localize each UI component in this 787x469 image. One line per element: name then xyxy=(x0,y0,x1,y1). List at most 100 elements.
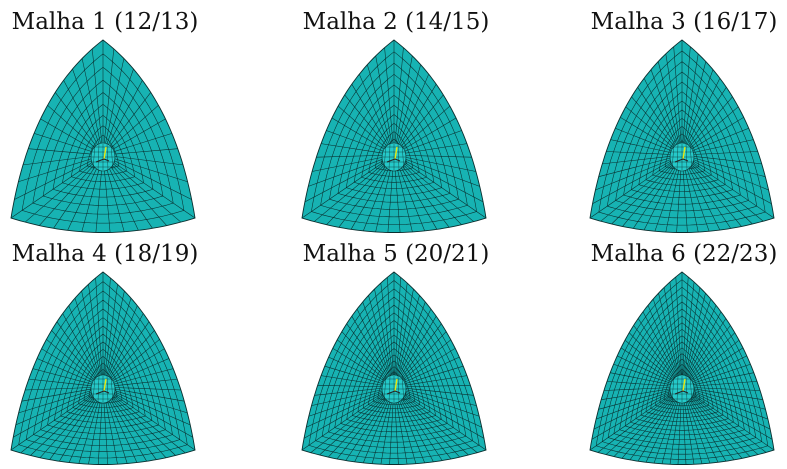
mesh-ring-line xyxy=(601,286,763,455)
mesh-title-6: Malha 6 (22/23) xyxy=(590,241,778,267)
mesh-ring-line xyxy=(18,281,188,459)
mesh-spoke-line xyxy=(682,388,735,461)
mesh-ring-line xyxy=(353,104,435,189)
mesh-spoke-line xyxy=(682,69,714,153)
mesh-figure-1 xyxy=(10,39,196,233)
mesh-spoke-line xyxy=(95,277,104,385)
axis-z-icon xyxy=(682,390,689,394)
mesh-spoke-line xyxy=(606,151,680,156)
mesh-spoke-line xyxy=(310,388,393,453)
mesh-spoke-line xyxy=(683,106,739,154)
mesh-spoke-line xyxy=(658,293,682,386)
mesh-spoke-line xyxy=(351,316,394,386)
mesh-core-line xyxy=(110,143,114,171)
mesh-spoke-line xyxy=(395,84,437,153)
mesh-spoke-line xyxy=(681,276,689,386)
mesh-spoke-line xyxy=(606,381,681,388)
mesh-spoke-line xyxy=(395,375,467,388)
mesh-spoke-line xyxy=(682,355,747,387)
mesh-spoke-line xyxy=(682,78,721,153)
mesh-spoke-line xyxy=(631,96,681,154)
mesh-spoke-line xyxy=(642,311,682,386)
mesh-spoke-line xyxy=(103,68,134,152)
mesh-figure-3 xyxy=(589,39,775,233)
mesh-spoke-line xyxy=(624,339,682,387)
mesh-spoke-line xyxy=(106,155,184,166)
mesh-spoke-line xyxy=(675,276,683,386)
mesh-spoke-line xyxy=(67,157,102,231)
mesh-spoke-line xyxy=(683,387,773,440)
axis-x-icon xyxy=(674,390,684,395)
mesh-spoke-line xyxy=(591,387,681,440)
mesh-spoke-line xyxy=(657,61,682,153)
mesh-spoke-line xyxy=(637,318,682,386)
mesh-core-line xyxy=(685,375,688,403)
mesh-spoke-line xyxy=(684,155,762,165)
mesh-ring-line xyxy=(635,328,729,427)
mesh-spoke-line xyxy=(30,388,102,456)
mesh-ring-line xyxy=(623,81,741,205)
mesh-spoke-line xyxy=(683,156,753,225)
mesh-spoke-line xyxy=(396,130,462,155)
mesh-spoke-line xyxy=(105,388,196,451)
mesh-ring-line xyxy=(320,62,468,218)
mesh-spoke-line xyxy=(633,325,682,387)
mesh-spoke-line xyxy=(650,69,682,153)
mesh-spoke-line xyxy=(20,388,102,454)
mesh-core-line xyxy=(689,375,693,403)
mesh-spoke-line xyxy=(395,157,450,228)
mesh-spoke-line xyxy=(328,388,393,458)
mesh-spoke-line xyxy=(396,155,476,172)
mesh-title-4: Malha 4 (18/19) xyxy=(11,241,199,267)
mesh-spoke-line xyxy=(684,155,766,177)
mesh-spoke-line xyxy=(682,388,727,462)
mesh-spoke-line xyxy=(394,74,429,153)
mesh-core-line xyxy=(110,375,114,403)
mesh-spoke-line xyxy=(304,156,392,203)
mesh-spoke-line xyxy=(103,284,118,385)
mesh-spoke-line xyxy=(104,388,176,456)
axis-z-icon xyxy=(682,158,689,162)
mesh-title-5: Malha 5 (20/21) xyxy=(302,241,490,267)
mesh-spoke-line xyxy=(331,117,393,155)
mesh-spoke-line xyxy=(105,105,159,154)
mesh-spoke-line xyxy=(683,372,754,387)
mesh-spoke-line xyxy=(663,287,682,386)
mesh-ring-line xyxy=(659,358,705,407)
mesh-spoke-line xyxy=(104,388,186,454)
mesh-spoke-line xyxy=(303,387,393,439)
mesh-ring-line xyxy=(42,79,164,206)
mesh-ring-line xyxy=(315,288,473,454)
mesh-spoke-line xyxy=(669,282,683,386)
axis-z-icon xyxy=(394,158,401,162)
mesh-ring-line xyxy=(72,348,134,413)
mesh-spoke-line xyxy=(350,157,393,230)
mesh-spoke-line xyxy=(104,378,178,388)
mesh-spoke-line xyxy=(683,387,766,410)
mesh-spoke-line xyxy=(13,387,102,438)
mesh-spoke-line xyxy=(308,387,393,417)
mesh-ring-line xyxy=(66,341,140,418)
mesh-spoke-line xyxy=(41,348,102,387)
mesh-spoke-line xyxy=(396,156,487,219)
mesh-spoke-line xyxy=(681,46,691,152)
axis-x-icon xyxy=(386,390,396,395)
mesh-ring-line xyxy=(624,315,740,436)
mesh-ring-line xyxy=(372,360,416,405)
mesh-spoke-line xyxy=(395,387,477,406)
mesh-spoke-line xyxy=(682,388,743,459)
mesh-spoke-line xyxy=(394,388,434,462)
mesh-spoke-line xyxy=(643,156,682,231)
mesh-spoke-line xyxy=(105,157,167,226)
mesh-spoke-line xyxy=(600,156,680,222)
mesh-spoke-line xyxy=(359,74,394,153)
mesh-ring-line xyxy=(640,335,724,422)
mesh-spoke-line xyxy=(103,321,150,386)
mesh-spoke-line xyxy=(351,84,393,153)
mesh-title-3: Malha 3 (16/17) xyxy=(590,9,778,35)
mesh-figure-5 xyxy=(301,271,487,465)
mesh-spoke-line xyxy=(589,156,680,219)
mesh-figure-2 xyxy=(301,39,487,233)
mesh-spoke-line xyxy=(36,358,102,387)
mesh-spoke-line xyxy=(395,117,457,155)
